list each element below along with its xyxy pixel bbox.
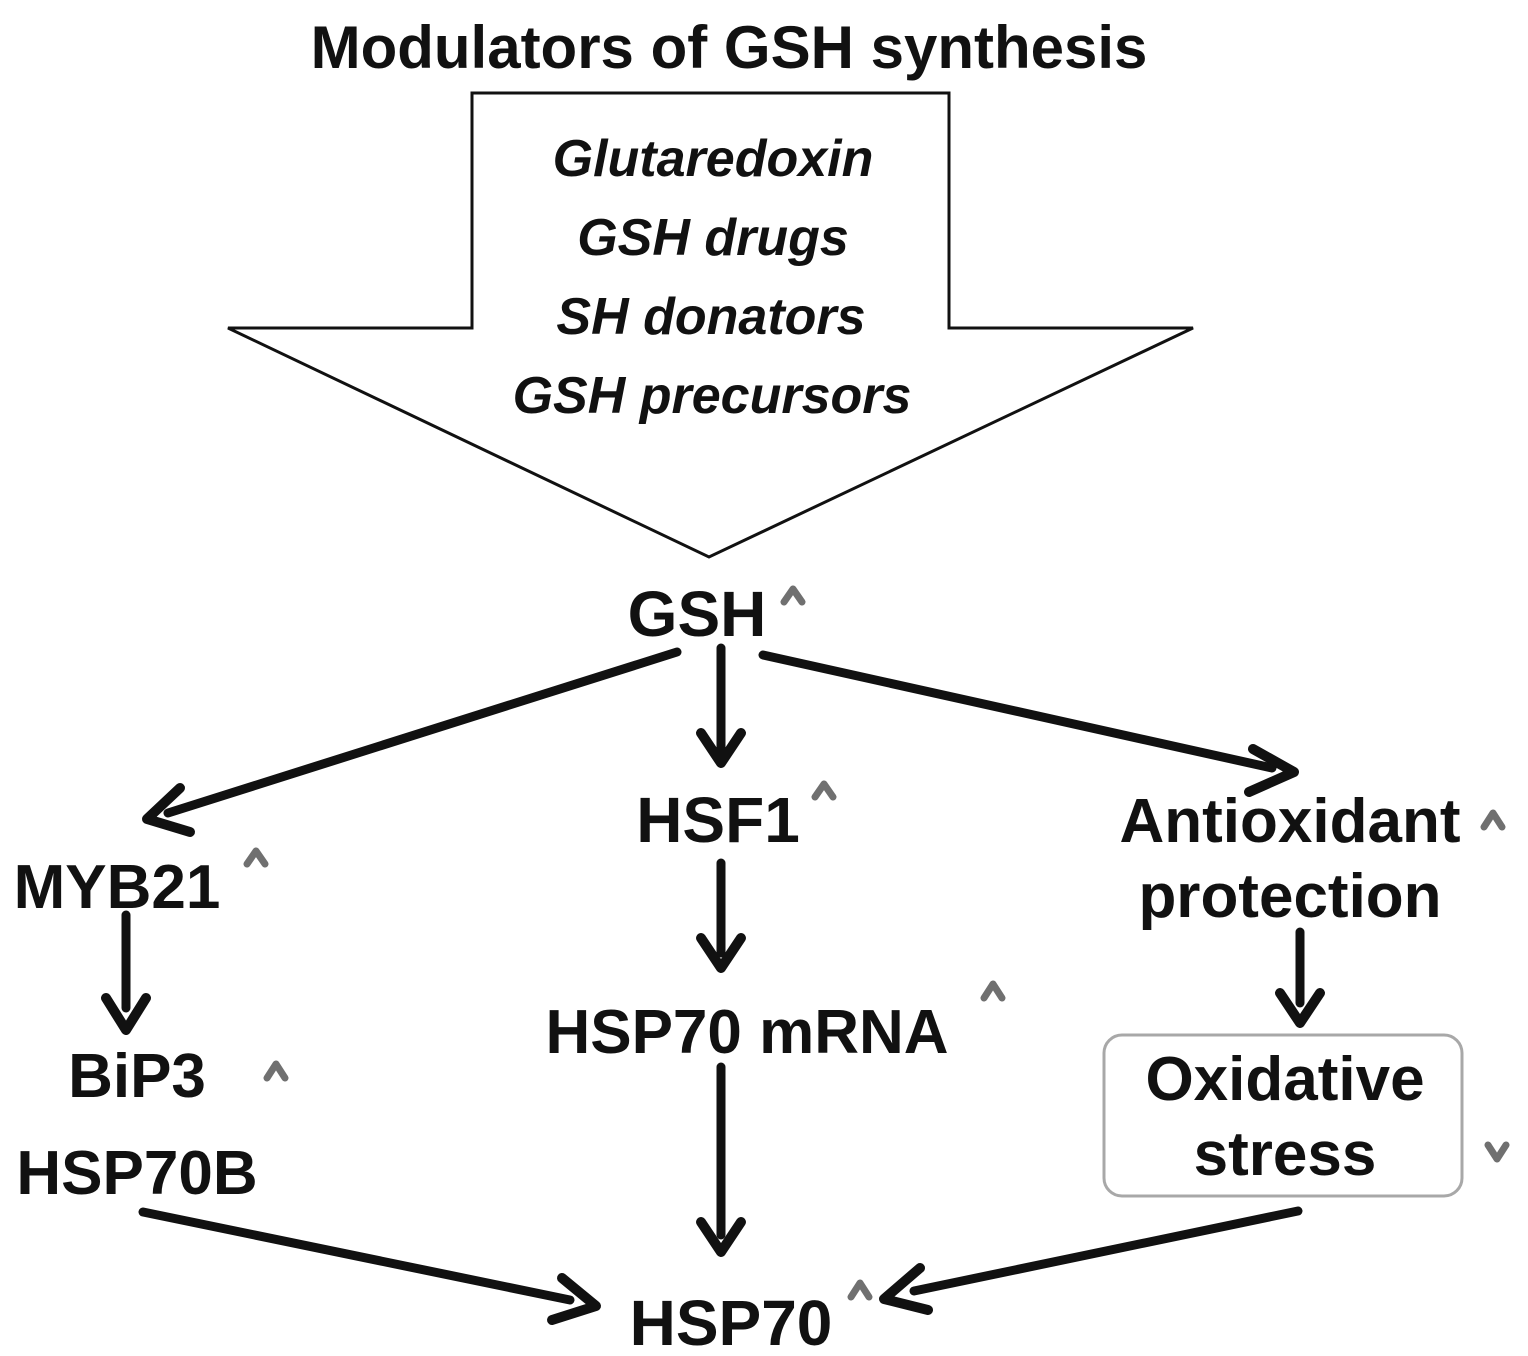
arrowhead-oxidative [1275,988,1325,1028]
modulator-gsh-precursors: GSH precursors [513,367,912,425]
node-bip3: BiP3 [68,1042,206,1111]
trend-up-icon-hsp70 [847,1279,873,1344]
node-oxidative: Oxidative [1145,1045,1424,1114]
arrow-gsh-to-myb21 [163,647,682,818]
arrowhead-hsp70-right [879,1263,933,1315]
trend-down-icon-oxidative-stress [1484,1050,1510,1163]
oxidative-stress-box [1102,1033,1464,1198]
node-antioxidant-line1: Antioxidant [1120,787,1461,856]
node-hsp70-mrna: HSP70 mRNA [545,998,948,1067]
node-stress: stress [1194,1120,1377,1189]
arrowhead-mrna [696,933,746,973]
arrow-oxidative-to-hsp70 [909,1206,1303,1296]
node-hsp70: HSP70 [630,1287,833,1356]
modulator-gsh-drugs: GSH drugs [577,209,849,267]
trend-up-icon-bip3 [263,1060,289,1167]
modulators-block-arrow [227,91,1194,559]
modulator-glutaredoxin: Glutaredoxin [553,130,874,188]
arrowhead-hsp70-left [547,1273,601,1325]
node-myb21: MYB21 [14,853,221,922]
trend-up-icon-gsh [780,585,806,640]
arrow-gsh-to-antioxidant [758,650,1277,773]
diagram-title: Modulators of GSH synthesis [311,14,1148,81]
node-gsh: GSH [628,578,767,650]
modulator-sh-donators: SH donators [556,288,865,346]
arrowhead-hsp70-center [696,1217,746,1257]
arrowhead-hsf1 [696,728,746,768]
arrowhead-myb21 [142,783,195,837]
node-hsf1: HSF1 [636,784,800,856]
trend-up-icon-myb21 [243,847,269,911]
trend-up-icon-antioxidant [1480,809,1506,906]
arrowhead-antioxidant [1244,744,1299,797]
trend-up-icon-hsp70-mrna [980,980,1006,1054]
node-antioxidant-line2: protection [1138,862,1441,931]
trend-up-icon-hsf1 [811,780,837,839]
arrowhead-bip3 [101,993,151,1035]
arrow-hsp70b-to-hsp70 [138,1207,575,1305]
node-hsp70b: HSP70B [16,1139,257,1208]
